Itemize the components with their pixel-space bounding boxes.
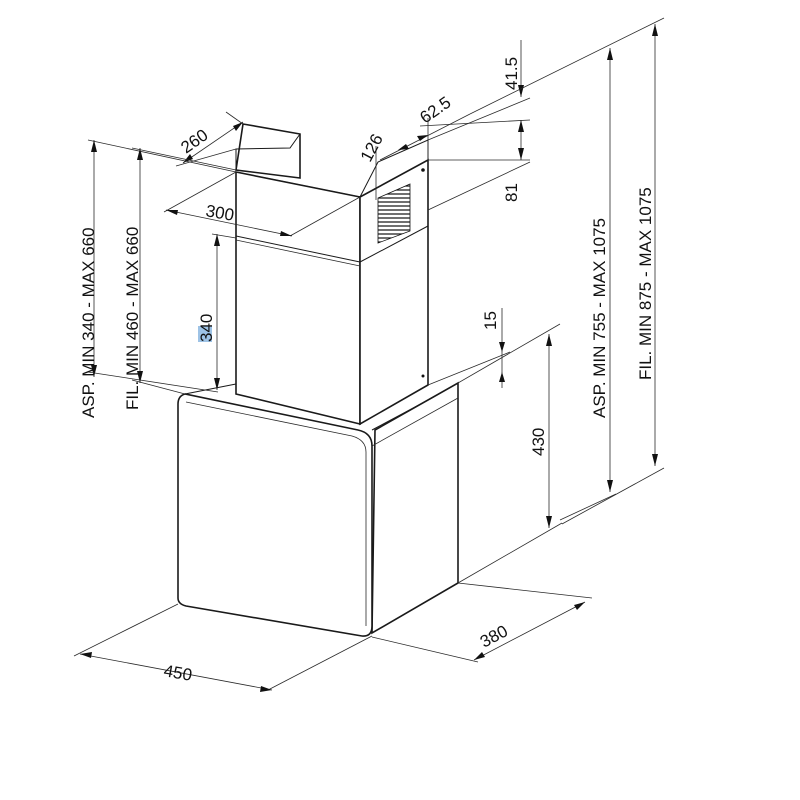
dim-chimney-width: 300 (163, 171, 361, 237)
dim-label-15: 15 (481, 311, 500, 330)
dim-label-450: 450 (162, 661, 193, 685)
dim-label-81: 81 (502, 183, 521, 202)
label-fil-total: FIL. MIN 875 - MAX 1075 (636, 187, 655, 380)
chimney-front-face (235, 171, 361, 426)
screw-dot (421, 168, 425, 172)
dim-label-41-5: 41.5 (502, 57, 521, 90)
dim-top-offsets: 41.5 81 (419, 40, 531, 211)
dim-chimney-height: 340 (197, 233, 237, 390)
canopy (177, 381, 459, 637)
canopy-side (371, 381, 459, 635)
dim-label-340: 340 (197, 314, 216, 342)
dim-label-430: 430 (529, 428, 548, 456)
dim-total-range: ASP. MIN 755 - MAX 1075 FIL. MIN 875 - M… (469, 17, 665, 525)
dim-width: 450 (73, 603, 373, 692)
vent-grille (377, 183, 411, 244)
label-asp-chimney: ASP. MIN 340 - MAX 660 (79, 227, 98, 418)
dim-highlight (198, 326, 212, 342)
dim-label-380: 380 (477, 621, 511, 651)
dim-label-300: 300 (204, 201, 235, 225)
dim-chimney-range: ASP. MIN 340 - MAX 660 FIL. MIN 460 - MA… (79, 139, 237, 418)
screw-dot (421, 374, 425, 378)
label-fil-chimney: FIL. MIN 460 - MAX 660 (123, 227, 142, 410)
dim-label-260: 260 (177, 125, 211, 157)
dim-gap: 15 (427, 308, 511, 388)
dim-canopy-height: 430 (457, 323, 563, 584)
dim-label-62-5: 62.5 (416, 93, 454, 128)
label-asp-total: ASP. MIN 755 - MAX 1075 (590, 218, 609, 418)
chimney-back-top (235, 123, 301, 179)
canopy-front (177, 393, 373, 637)
dim-chimney-depth: 260 (175, 111, 244, 167)
chimney (235, 123, 429, 426)
